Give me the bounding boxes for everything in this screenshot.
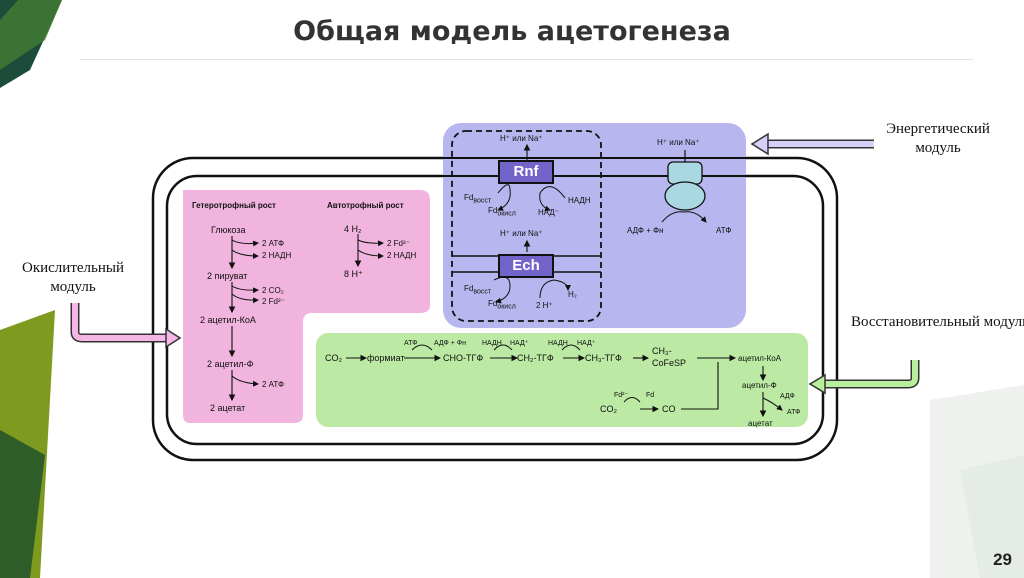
arrow-rnf-nad xyxy=(539,186,566,212)
atp-label-2: 2 АТФ xyxy=(262,380,285,389)
fd-ox-sub: окисл xyxy=(497,210,516,218)
fd-ox2-text: Fd xyxy=(488,299,498,308)
green-nadh2: НАДН xyxy=(548,340,568,347)
fd-red2-text: Fd xyxy=(464,284,474,293)
title-divider xyxy=(80,59,973,60)
oxidative-module-area xyxy=(183,190,430,423)
green-atp: АТФ xyxy=(404,340,418,347)
reductive-arrow-fill xyxy=(825,360,918,387)
pyruvate-label: 2 пируват xyxy=(207,271,248,281)
arrow-co2 xyxy=(231,285,259,294)
reductive-module-label: Восстановительный модуль xyxy=(850,314,1024,330)
fd-red-label: Fdвосст xyxy=(464,193,491,207)
fd-red-text: Fd xyxy=(464,193,474,202)
green-nad2: НАД⁺ xyxy=(577,340,596,347)
oxidative-arrow-fill xyxy=(72,303,166,341)
green-fd2: Fd²⁻ xyxy=(614,392,629,399)
rnf-ion-label: H⁺ или Na⁺ xyxy=(500,134,543,143)
page-number: 29 xyxy=(993,550,1012,569)
ech-complex: Ech xyxy=(498,254,554,278)
h2-label: 4 H₂ xyxy=(344,224,362,234)
arrow-nadh xyxy=(231,249,259,259)
green-acetylcoa: ацетил-КоА xyxy=(738,354,782,363)
corner-shape-green xyxy=(0,0,62,70)
co2-label: 2 CO₂ xyxy=(262,286,284,295)
arrow-fd-green xyxy=(623,397,641,403)
atp-blue-label: АТФ xyxy=(716,226,732,235)
fd-auto-label: 2 Fd²⁻ xyxy=(387,239,410,248)
page-title: Общая модель ацетогенеза xyxy=(293,16,731,47)
reductive-arrow-head xyxy=(808,373,826,395)
arrow-adp-atp xyxy=(762,397,783,411)
nadh-blue-label: НАДН xyxy=(568,196,591,205)
h2-blue-label: H₂ xyxy=(568,290,577,299)
arrow-nadh-auto xyxy=(357,249,384,259)
energy-module-label: Энергетический модуль xyxy=(886,121,990,156)
left-shape-dark xyxy=(0,430,45,578)
twoh-label: 2 H⁺ xyxy=(536,301,553,310)
arrow-atp2 xyxy=(231,375,259,387)
green-atp2: АТФ xyxy=(787,409,801,416)
green-ch2: CH₂-ТГФ xyxy=(517,353,554,363)
green-cho: CHO-ТГФ xyxy=(443,353,484,363)
arrow-rnf-fd xyxy=(497,184,511,211)
green-fd: Fd xyxy=(646,392,655,399)
fd-ox2-sub: окисл xyxy=(497,303,516,311)
green-adpfn: АДФ + Фн xyxy=(434,340,466,347)
fd-ox2-label: Fdокисл xyxy=(488,299,516,313)
hetero-title: Гетеротрофный рост xyxy=(192,201,276,210)
green-acetylp: ацетил-Ф xyxy=(742,381,777,390)
reductive-arrow-body xyxy=(825,360,920,389)
green-co2: CO₂ xyxy=(325,353,342,363)
green-ch3co-a: CH₃- xyxy=(652,346,672,356)
h8-label: 8 H⁺ xyxy=(344,269,363,279)
arrow-fd xyxy=(231,293,259,304)
fd-red-sub: восст xyxy=(473,197,492,205)
arrow-fd-auto xyxy=(357,239,384,247)
right-shape-lighter xyxy=(960,455,1024,578)
arrow-atp-adp xyxy=(411,344,433,351)
energy-arrow-head xyxy=(750,132,769,156)
glucose-label: Глюкоза xyxy=(211,225,246,235)
green-nad1: НАД⁺ xyxy=(510,340,529,347)
green-adp: АДФ xyxy=(780,393,795,400)
atpase-ion-label: H⁺ или Na⁺ xyxy=(657,138,700,147)
acetylcoa-label: 2 ацетил-КоА xyxy=(200,315,256,325)
atpase-stalk xyxy=(667,161,703,185)
atpase-head xyxy=(664,181,706,211)
oxidative-module-label: Окислительный модуль xyxy=(22,260,124,295)
arrow-atp xyxy=(231,239,259,247)
atp-label-1: 2 АТФ xyxy=(262,239,285,248)
oxidative-arrow-head xyxy=(165,327,182,349)
green-nadh1: НАДН xyxy=(482,340,502,347)
dashed-compartment xyxy=(451,130,602,322)
green-formiat: формиат xyxy=(367,353,405,363)
fd-red2-sub: восст xyxy=(473,288,492,296)
green-ch3co-b: CoFeSP xyxy=(652,358,687,368)
arrow-nadh1 xyxy=(493,344,513,351)
acetylp-label: 2 ацетил-Ф xyxy=(207,359,254,369)
fd-ox-text: Fd xyxy=(488,206,498,215)
green-acetate: ацетат xyxy=(748,419,773,428)
nad-blue-label: НАД⁻ xyxy=(538,208,560,217)
auto-title: Автотрофный рост xyxy=(327,201,404,210)
green-co: CO xyxy=(662,404,676,414)
arrow-atpase xyxy=(661,211,707,223)
green-ch3: CH₃-ТГФ xyxy=(585,353,622,363)
arrow-co-join xyxy=(681,362,719,410)
acetate-label: 2 ацетат xyxy=(210,403,246,413)
nadh-auto-label: 2 НАДН xyxy=(387,251,417,260)
rnf-complex: Rnf xyxy=(498,160,554,184)
fd-ox-label: Fdокисл xyxy=(488,206,516,220)
ech-ion-label: H⁺ или Na⁺ xyxy=(500,229,543,238)
fd-red2-label: Fdвосст xyxy=(464,284,491,298)
green-co2b: CO₂ xyxy=(600,404,617,414)
fd-label: 2 Fd²⁻ xyxy=(262,297,285,306)
adp-label: АДФ + Фн xyxy=(627,226,664,235)
arrow-ech-h2 xyxy=(539,279,571,299)
arrow-nadh2 xyxy=(561,344,581,351)
nadh-label-1: 2 НАДН xyxy=(262,251,292,260)
